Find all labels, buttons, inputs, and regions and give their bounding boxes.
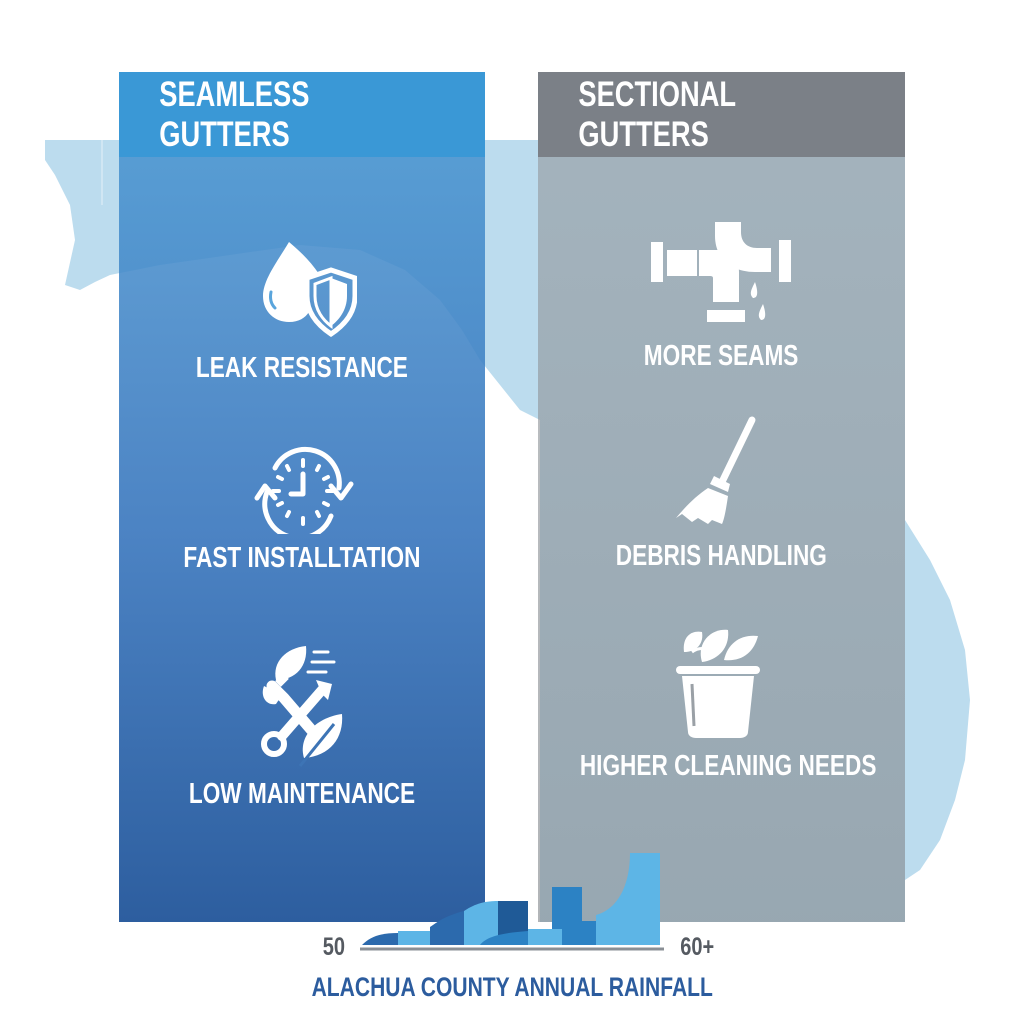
- water-drop-shield-icon: [263, 242, 357, 338]
- chart-min-label: 50: [322, 933, 346, 961]
- feature-more-seams: MORE SEAMS: [538, 222, 905, 373]
- chart-title: ALACHUA COUNTY ANNUAL RAINFALL: [0, 972, 1024, 1003]
- feature-label: FAST INSTALLTATION: [183, 542, 421, 574]
- feature-label: LEAK RESISTANCE: [196, 352, 408, 384]
- feature-label: HIGHER CLEANING NEEDS: [579, 750, 877, 782]
- seamless-header: SEAMLESS GUTTERS: [119, 72, 485, 157]
- seamless-title: SEAMLESS GUTTERS: [159, 74, 310, 154]
- chart-max-label: 60+: [680, 933, 715, 961]
- feature-higher-cleaning-needs: HIGHER CLEANING NEEDS: [538, 622, 905, 783]
- feature-fast-installation: FAST INSTALLTATION: [119, 444, 485, 575]
- seamless-gutters-panel: SEAMLESS GUTTERS LEAK RESISTANCE: [119, 72, 485, 922]
- feature-low-maintenance: LOW MAINTENANCE: [119, 640, 485, 811]
- sectional-title: SECTIONAL GUTTERS: [578, 74, 736, 154]
- leaking-pipe-icon: [650, 222, 791, 322]
- rainfall-chart: [360, 853, 664, 951]
- feature-label: DEBRIS HANDLING: [615, 540, 828, 572]
- feature-debris-handling: DEBRIS HANDLING: [538, 412, 905, 573]
- chart-title-text: ALACHUA COUNTY ANNUAL RAINFALL: [311, 972, 713, 1002]
- feature-leak-resistance: LEAK RESISTANCE: [119, 234, 485, 385]
- sectional-gutters-panel: SECTIONAL GUTTERS MORE SEAMS DEBRIS HAND…: [538, 72, 905, 922]
- leaf-bucket-icon: [675, 629, 760, 738]
- feature-label: MORE SEAMS: [644, 340, 799, 372]
- clock-cycle-icon: [254, 446, 354, 534]
- sectional-header: SECTIONAL GUTTERS: [538, 72, 905, 157]
- wrench-leaf-icon: [261, 646, 343, 767]
- broom-icon: [675, 416, 755, 524]
- rainfall-bars: [362, 853, 660, 945]
- feature-label: LOW MAINTENANCE: [188, 778, 416, 810]
